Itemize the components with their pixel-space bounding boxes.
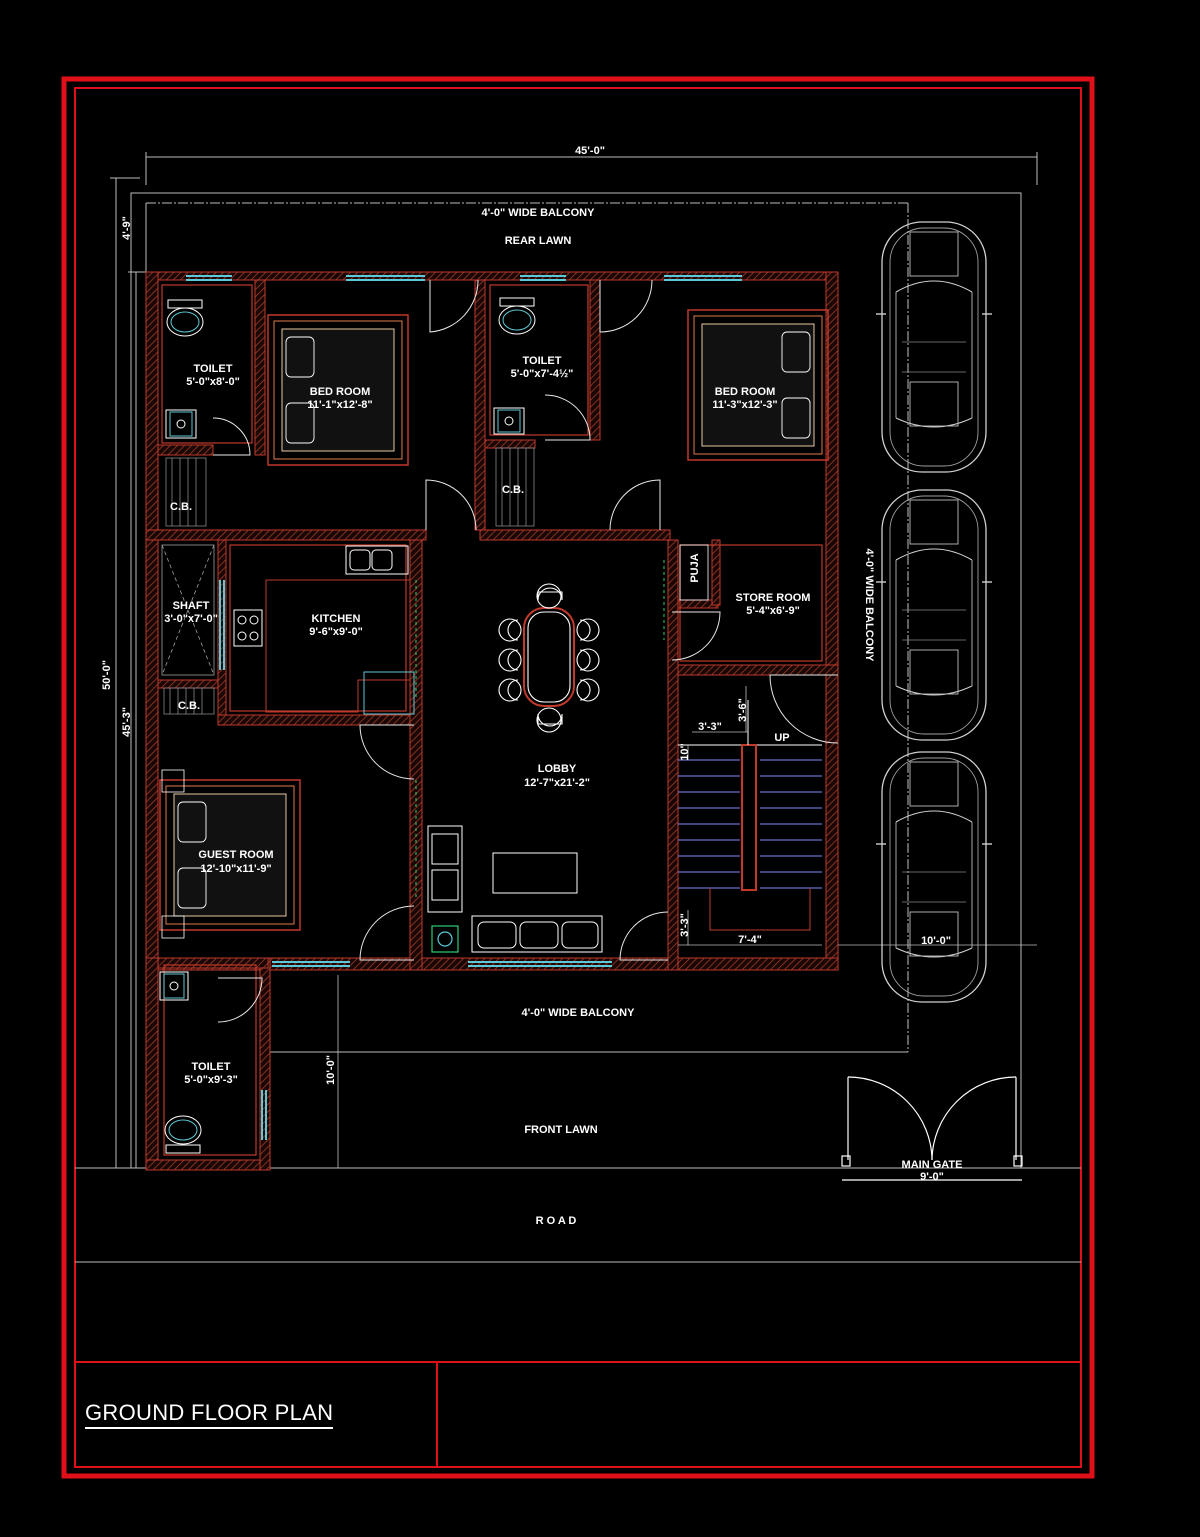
- sheet-border-outer: [61, 76, 1095, 1479]
- staircase: [678, 700, 822, 931]
- toilet-2-name: TOILET: [523, 355, 562, 367]
- windows: [186, 275, 742, 1140]
- cb-1-label: C.B.: [170, 501, 192, 513]
- lobby-name: LOBBY: [538, 763, 577, 775]
- bed-1-name: BED ROOM: [310, 386, 371, 398]
- stair-landing-c-dim: 3'-3": [679, 913, 691, 937]
- dining-table: [498, 583, 600, 733]
- lobby-size: 12'-7"x21'-2": [524, 777, 590, 789]
- front-lawn-label: FRONT LAWN: [524, 1124, 597, 1136]
- car-2: [875, 489, 993, 741]
- toilet-2-size: 5'-0"x7'-4½": [511, 368, 574, 380]
- stair-landing-a-dim: 3'-3": [698, 721, 722, 733]
- parking-width-dim: 10'-0": [921, 935, 951, 947]
- store-name: STORE ROOM: [736, 592, 811, 604]
- car-1: [875, 221, 993, 473]
- built-depth-dim: 45'-3": [121, 707, 133, 737]
- guest-name: GUEST ROOM: [198, 849, 273, 861]
- toilet-fixtures: [159, 297, 536, 1154]
- puja-label: PUJA: [689, 553, 701, 582]
- stair-landing-b-dim: 3'-6": [737, 698, 749, 722]
- bed-1-size: 11'-1"x12'-8": [307, 399, 372, 411]
- stair-riser-dim: 10": [679, 743, 691, 760]
- main-gate-size: 9'-0": [920, 1171, 944, 1183]
- car-3: [875, 751, 993, 1003]
- store-size: 5'-4"x6'-9": [746, 605, 800, 617]
- overall-width-dim: 45'-0": [575, 145, 605, 157]
- side-balcony-label: 4'-0" WIDE BALCONY: [863, 549, 875, 663]
- toilet-1-size: 5'-0"x8'-0": [186, 376, 240, 388]
- toilet-3-name: TOILET: [192, 1061, 231, 1073]
- rear-balcony-label: 4'-0" WIDE BALCONY: [482, 207, 596, 219]
- rear-setback-dim: 4'-9": [121, 216, 133, 240]
- kitchen-name: KITCHEN: [312, 613, 361, 625]
- front-setback-dim: 10'-0": [325, 1055, 337, 1085]
- sheet-border-inner: [74, 87, 1082, 1468]
- front-balcony-label: 4'-0" WIDE BALCONY: [522, 1007, 636, 1019]
- cb-2-label: C.B.: [502, 484, 524, 496]
- toilet-1-name: TOILET: [194, 363, 233, 375]
- stair-up-label: UP: [774, 732, 789, 744]
- main-gate-label: MAIN GATE: [902, 1159, 963, 1171]
- shaft-size: 3'-0"x7'-0": [164, 613, 218, 625]
- main-gate: [841, 1076, 1023, 1181]
- shaft-name: SHAFT: [173, 600, 210, 612]
- stair-width-dim: 7'-4": [738, 934, 762, 946]
- walls: [145, 271, 839, 1171]
- rear-lawn-label: REAR LAWN: [505, 235, 572, 247]
- bed-2-size: 11'-3"x12'-3": [712, 399, 777, 411]
- doors: [212, 279, 839, 1023]
- kitchen-size: 9'-6"x9'-0": [309, 626, 363, 638]
- road-label: R O A D: [536, 1215, 577, 1227]
- cb-3-label: C.B.: [178, 700, 200, 712]
- overall-depth-dim: 50'-0": [101, 660, 113, 690]
- guest-size: 12'-10"x11'-9": [200, 863, 271, 875]
- bed-2-name: BED ROOM: [715, 386, 776, 398]
- toilet-3-size: 5'-0"x9'-3": [184, 1074, 238, 1086]
- drawing-title: GROUND FLOOR PLAN: [85, 1400, 334, 1429]
